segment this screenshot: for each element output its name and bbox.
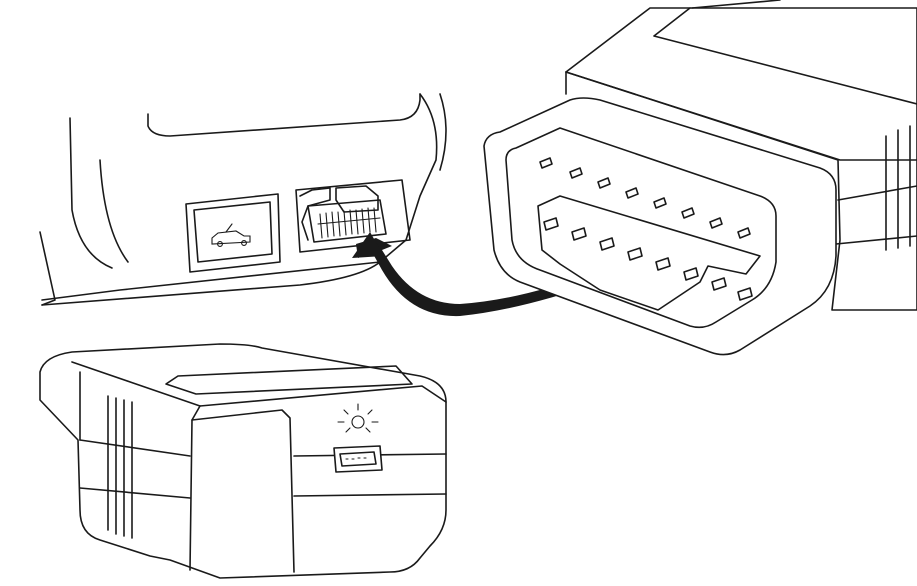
obd-port-in-dash: [295, 179, 411, 253]
obd-adapter-plug: [483, 0, 917, 356]
obd-dongle: [39, 343, 447, 579]
car-hood-icon: [211, 223, 251, 247]
obd-port-pins: [317, 207, 381, 239]
adapter-pins-bottom-row: [543, 217, 753, 301]
usb-port: [333, 445, 383, 473]
dongle-grip-ribs: [107, 395, 133, 539]
dashboard-panel: [39, 93, 447, 306]
status-led-icon: [337, 403, 379, 433]
adapter-pins-top-row: [539, 157, 751, 239]
insert-arrow: [352, 232, 600, 317]
hood-release-button: [185, 193, 281, 273]
